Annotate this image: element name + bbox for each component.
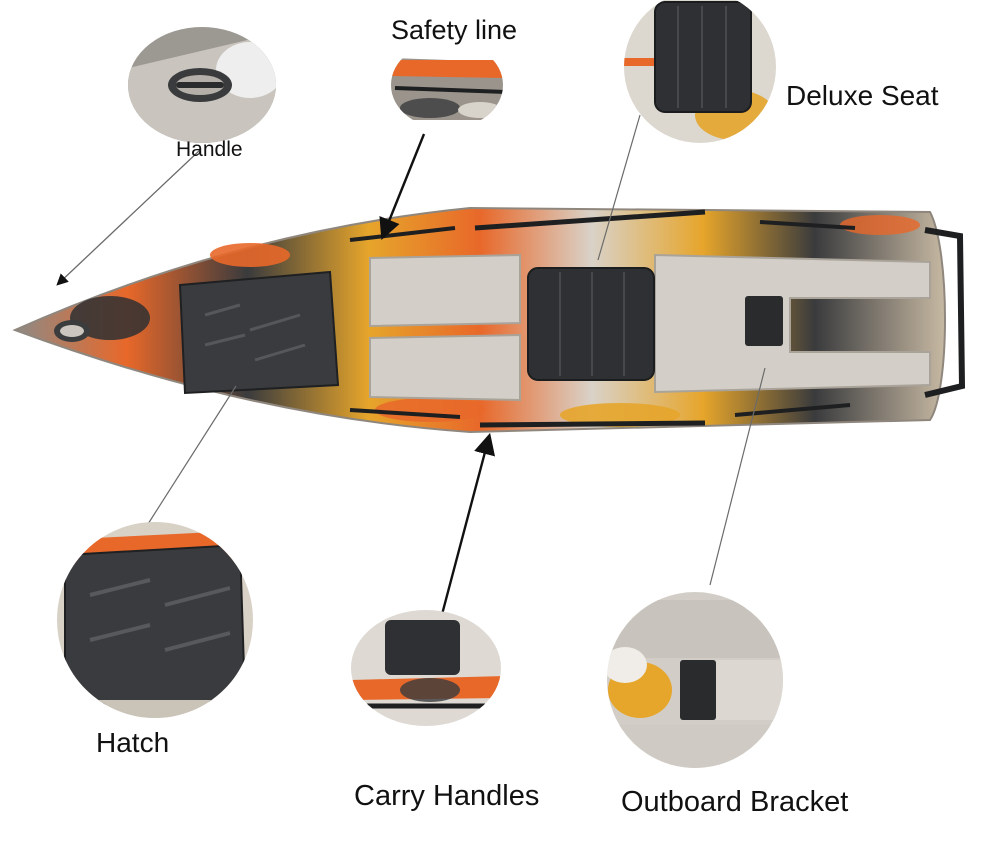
deluxe-seat-detail-zoom xyxy=(624,0,776,143)
seat-leader-line xyxy=(597,114,641,261)
hatch-detail-zoom xyxy=(57,522,253,718)
safety-line-arrow xyxy=(379,133,426,241)
kayak-hull xyxy=(12,206,966,434)
outboard-bracket-detail-zoom xyxy=(607,592,783,768)
carry-handles-arrow xyxy=(438,432,496,623)
hatch-leader-line xyxy=(147,385,237,525)
safety-line-detail-zoom xyxy=(391,41,503,129)
handle-leader-line xyxy=(56,149,201,286)
carry-handles-label: Carry Handles xyxy=(354,780,540,812)
hatch-label: Hatch xyxy=(96,727,170,758)
handle-label: Handle xyxy=(176,138,243,161)
safety-line-label: Safety line xyxy=(391,15,518,45)
outboard-bracket-label: Outboard Bracket xyxy=(621,786,849,818)
leader-lines xyxy=(56,114,766,623)
deluxe-seat-label: Deluxe Seat xyxy=(786,80,939,111)
bracket-leader-line xyxy=(709,367,766,586)
handle-detail-zoom xyxy=(128,27,276,143)
carry-handles-detail-zoom xyxy=(351,610,501,726)
